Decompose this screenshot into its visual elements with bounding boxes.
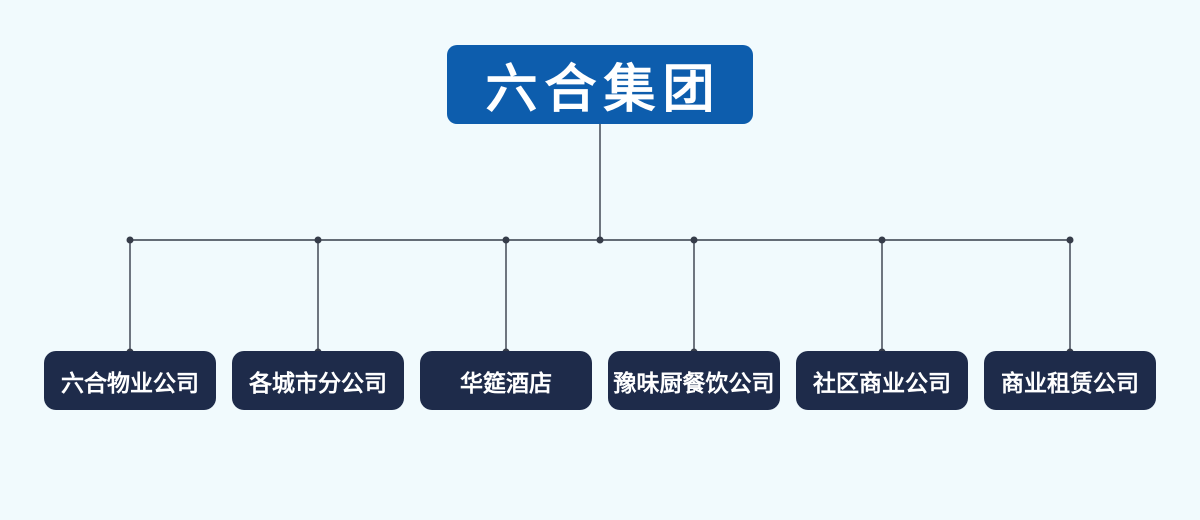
org-node-label: 商业租赁公司	[1001, 369, 1139, 396]
org-node-property-company[interactable]: 六合物业公司	[44, 351, 216, 410]
org-node-city-branches[interactable]: 各城市分公司	[232, 351, 404, 410]
junction-dot	[1066, 236, 1074, 244]
org-node-commercial-leasing[interactable]: 商业租赁公司	[984, 351, 1156, 410]
org-node-label: 华筵酒店	[460, 369, 552, 396]
junction-dot	[314, 236, 322, 244]
org-node-catering-company[interactable]: 豫味厨餐饮公司	[608, 351, 780, 410]
junction-dot	[690, 236, 698, 244]
org-node-root[interactable]: 六合集团	[447, 45, 753, 124]
org-node-label: 豫味厨餐饮公司	[613, 369, 775, 396]
org-node-label: 社区商业公司	[813, 369, 951, 396]
org-node-label: 各城市分公司	[249, 369, 387, 396]
org-node-community-commerce[interactable]: 社区商业公司	[796, 351, 968, 410]
org-node-root-label: 六合集团	[485, 61, 722, 119]
org-node-hotel[interactable]: 华筵酒店	[420, 351, 592, 410]
junction-dot	[126, 236, 134, 244]
junction-dot	[596, 236, 604, 244]
junction-dot	[878, 236, 886, 244]
org-node-label: 六合物业公司	[61, 369, 199, 396]
junction-dot	[502, 236, 510, 244]
